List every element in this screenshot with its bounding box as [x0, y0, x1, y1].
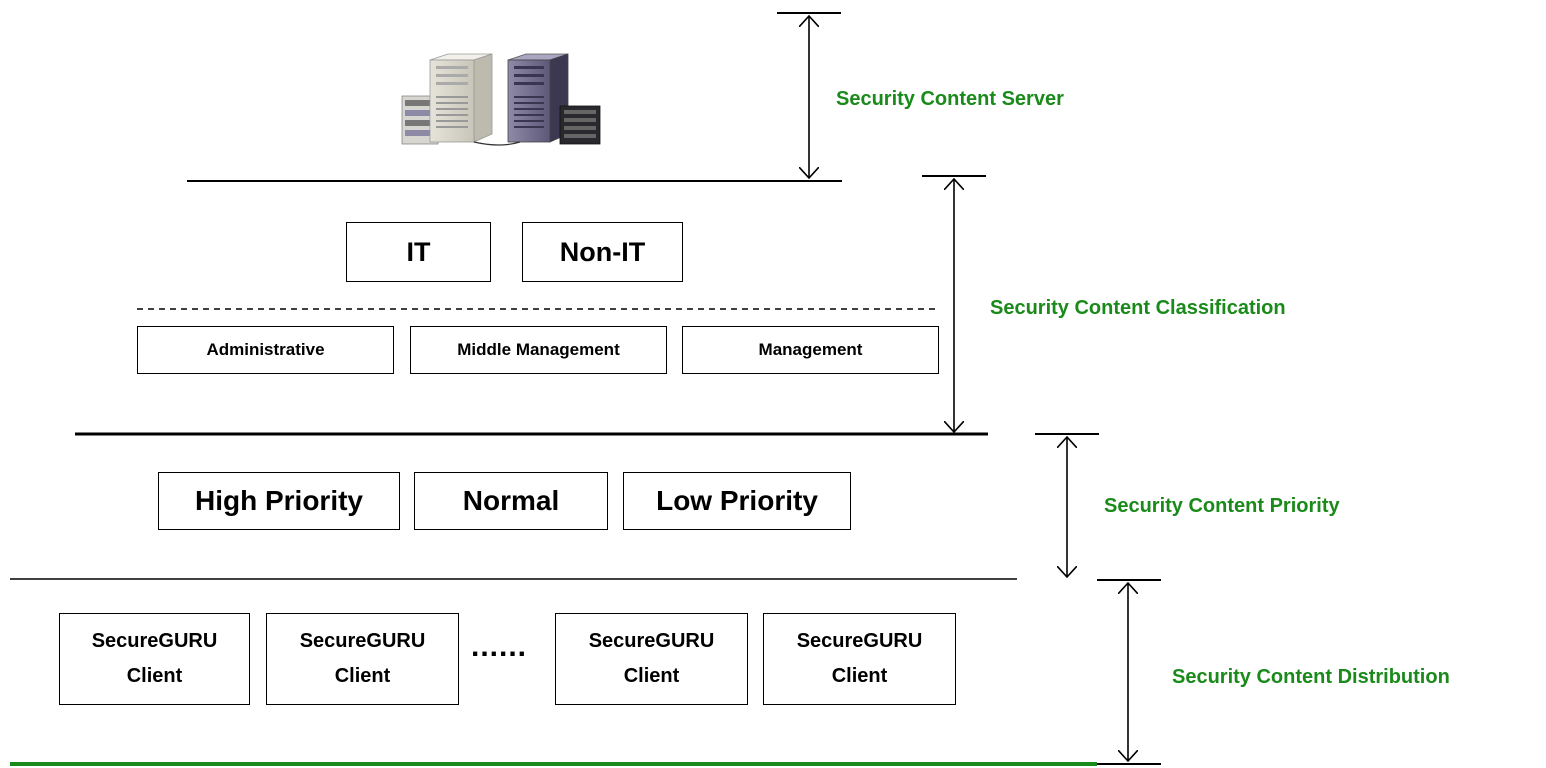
classification-box-administrative: Administrative [137, 326, 394, 374]
classification-box-management: Management [682, 326, 939, 374]
label-server: Security Content Server [836, 88, 1064, 110]
client-box-line1: SecureGURU [588, 630, 715, 652]
classification-box-non-it: Non-IT [522, 222, 683, 282]
client-box-line1: SecureGURU [796, 630, 923, 652]
client-box-line2: Client [623, 665, 680, 687]
client-box-3: SecureGURU Client [555, 613, 748, 705]
tower-purple [507, 53, 569, 143]
priority-box-normal: Normal [414, 472, 608, 530]
client-box-line2: Client [334, 665, 391, 687]
client-box-line1: SecureGURU [91, 630, 218, 652]
tower-beige [429, 53, 493, 143]
client-box-line2: Client [126, 665, 183, 687]
client-box-2: SecureGURU Client [266, 613, 459, 705]
rack-right [559, 105, 601, 145]
server-cable [473, 141, 521, 146]
client-box-4: SecureGURU Client [763, 613, 956, 705]
client-box-line1: SecureGURU [299, 630, 426, 652]
label-priority: Security Content Priority [1104, 495, 1340, 517]
classification-box-it: IT [346, 222, 491, 282]
priority-box-high: High Priority [158, 472, 400, 530]
client-box-1: SecureGURU Client [59, 613, 250, 705]
priority-box-low: Low Priority [623, 472, 851, 530]
label-distribution: Security Content Distribution [1172, 666, 1450, 688]
clients-ellipsis: ...... [471, 630, 528, 663]
label-classification: Security Content Classification [990, 297, 1286, 319]
server-rack-icon [401, 53, 601, 146]
client-box-line2: Client [831, 665, 888, 687]
classification-box-middle-management: Middle Management [410, 326, 667, 374]
